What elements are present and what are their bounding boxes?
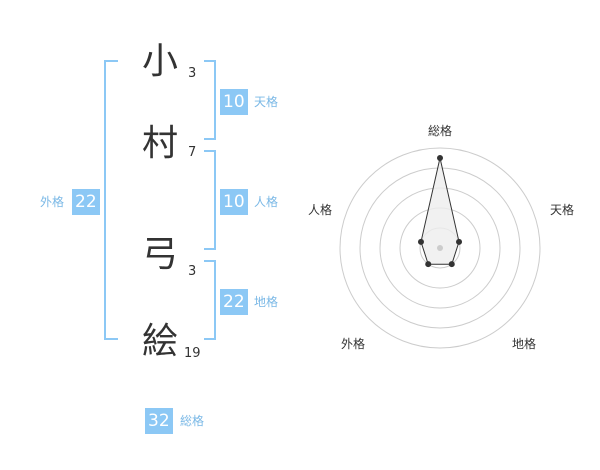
tenkaku-value-badge: 10 [220, 89, 248, 115]
jinkaku-value-badge: 10 [220, 189, 248, 215]
chikaku-value-badge: 22 [220, 289, 248, 315]
gaikaku-label: 外格 [40, 195, 65, 209]
stroke-count-3: 3 [188, 264, 197, 279]
radar-ring-1 [339, 147, 541, 349]
stroke-count-2: 7 [188, 145, 197, 160]
jinkaku-label: 人格 [254, 195, 279, 209]
radar-point-5 [417, 238, 424, 245]
radar-point-3 [448, 261, 455, 268]
stroke-count-4: 19 [184, 346, 201, 361]
gaikaku-value-badge: 22 [72, 189, 100, 215]
name-char-3: 弓 [141, 234, 178, 275]
soukaku-label: 総格 [180, 414, 205, 428]
name-char-4: 絵 [141, 321, 178, 362]
soukaku-value-badge: 32 [145, 408, 173, 434]
name-char-2: 村 [141, 123, 178, 164]
radar-axis-label-jinkaku: 人格 [308, 203, 333, 217]
gaikaku-bracket [104, 60, 118, 340]
radar-axis-label-gaikaku: 外格 [341, 337, 366, 351]
radar-axis-label-tenkaku: 天格 [550, 203, 575, 217]
radar-point-2 [456, 238, 463, 245]
radar-axis-label-soukaku: 総格 [428, 124, 453, 138]
radar-value-polygon [420, 157, 460, 265]
chikaku-bracket [204, 260, 216, 340]
tenkaku-bracket [204, 60, 216, 140]
name-char-1: 小 [141, 41, 178, 82]
chikaku-label: 地格 [254, 295, 279, 309]
radar-point-4 [425, 261, 432, 268]
radar-point-1 [437, 155, 443, 161]
jinkaku-bracket [204, 150, 216, 250]
radar-axis-label-chikaku: 地格 [512, 337, 537, 351]
stroke-count-1: 3 [188, 66, 197, 81]
tenkaku-label: 天格 [254, 95, 279, 109]
radar-center-dot [437, 245, 443, 251]
fortune-radar-chart [339, 147, 541, 349]
